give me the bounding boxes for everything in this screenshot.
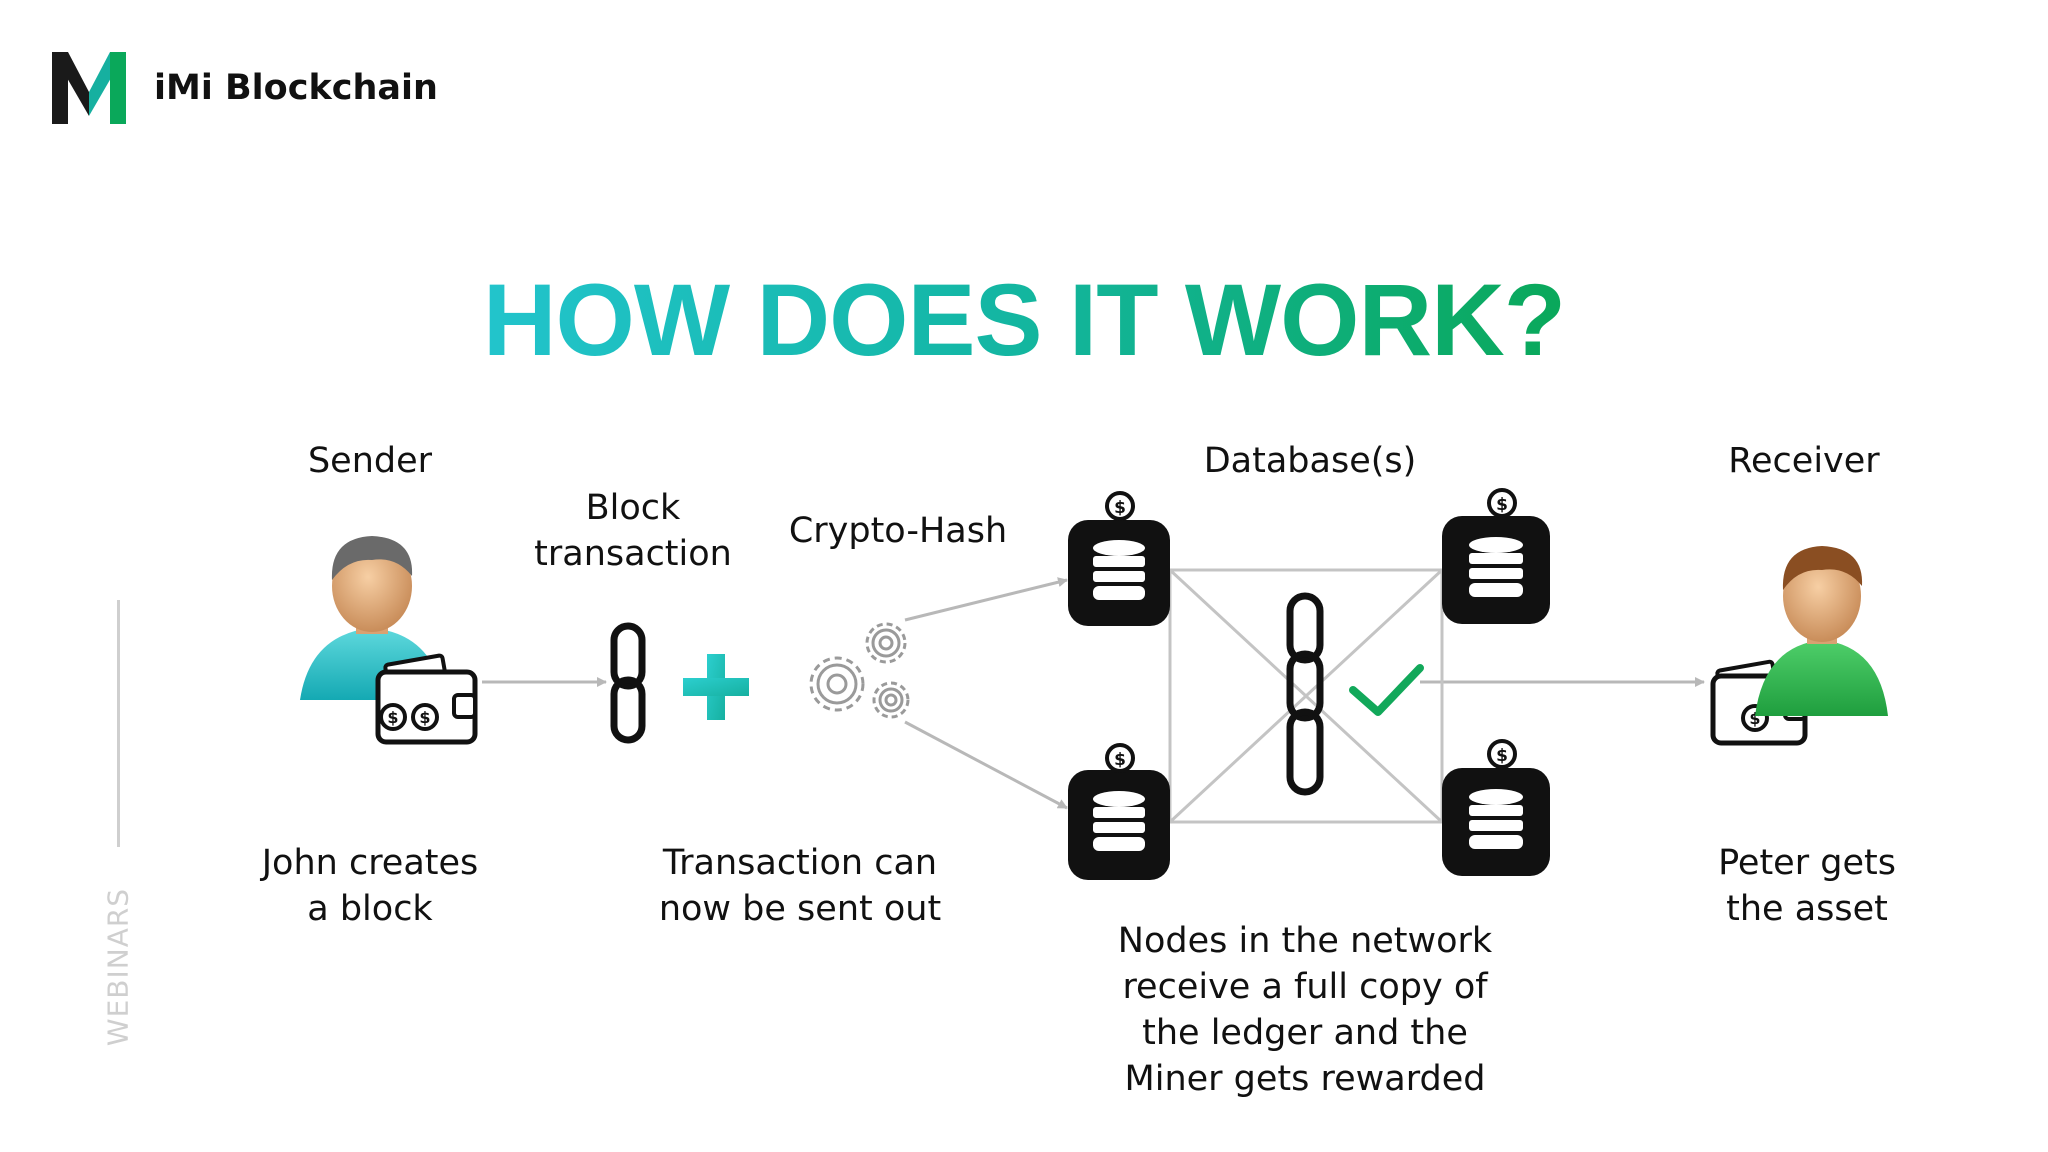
receiver-label: Receiver [1728,441,1880,481]
svg-text:$: $ [1496,746,1508,766]
john-label: John creates a block [261,843,479,929]
database-icon [1068,520,1170,626]
gears-icon [809,622,910,719]
svg-text:$: $ [1114,498,1126,518]
brand: iMi Blockchain [52,52,438,124]
database-icon [1442,768,1550,876]
databases-label: Database(s) [1203,441,1417,481]
wallet-icon: $ $ [375,653,478,745]
svg-text:$: $ [1114,750,1126,770]
brand-name: iMi Blockchain [154,68,438,108]
svg-text:$: $ [1496,495,1508,515]
block-transaction-label: Block transaction [534,488,732,574]
database-icon [1442,516,1550,624]
m-logo-icon [52,52,126,124]
person-sender-icon [300,536,444,700]
dollar-coin-icon: $ [1487,739,1517,769]
peter-label: Peter gets the asset [1718,843,1896,929]
nodes-label: Nodes in the network receive a full copy… [1117,921,1493,1099]
dollar-coin-icon: $ [1105,491,1135,521]
page-title-text: HOW DOES IT WORK? [482,263,1566,377]
crypto-hash-label: Crypto-Hash [788,511,1008,551]
chain-link-icon [1286,592,1324,796]
database-icon [1068,770,1170,880]
page-title: HOW DOES IT WORK? [0,262,2048,379]
check-icon [1349,664,1424,716]
dollar-coin-icon: $ [1487,488,1517,518]
arrow-hash-to-db-top [904,577,1068,622]
plus-icon [683,654,749,720]
side-divider [117,600,120,847]
transaction-sent-label: Transaction can now be sent out [658,843,942,929]
chain-link-icon [610,622,646,744]
network-mesh [1168,568,1444,824]
arrow-hash-to-db-bottom [904,720,1068,810]
svg-text:$: $ [419,708,430,727]
person-receiver-icon [1755,546,1888,716]
dollar-coin-icon: $ [1105,743,1135,773]
svg-text:$: $ [387,708,398,727]
svg-text:$: $ [1749,709,1760,728]
sender-label: Sender [307,441,433,481]
